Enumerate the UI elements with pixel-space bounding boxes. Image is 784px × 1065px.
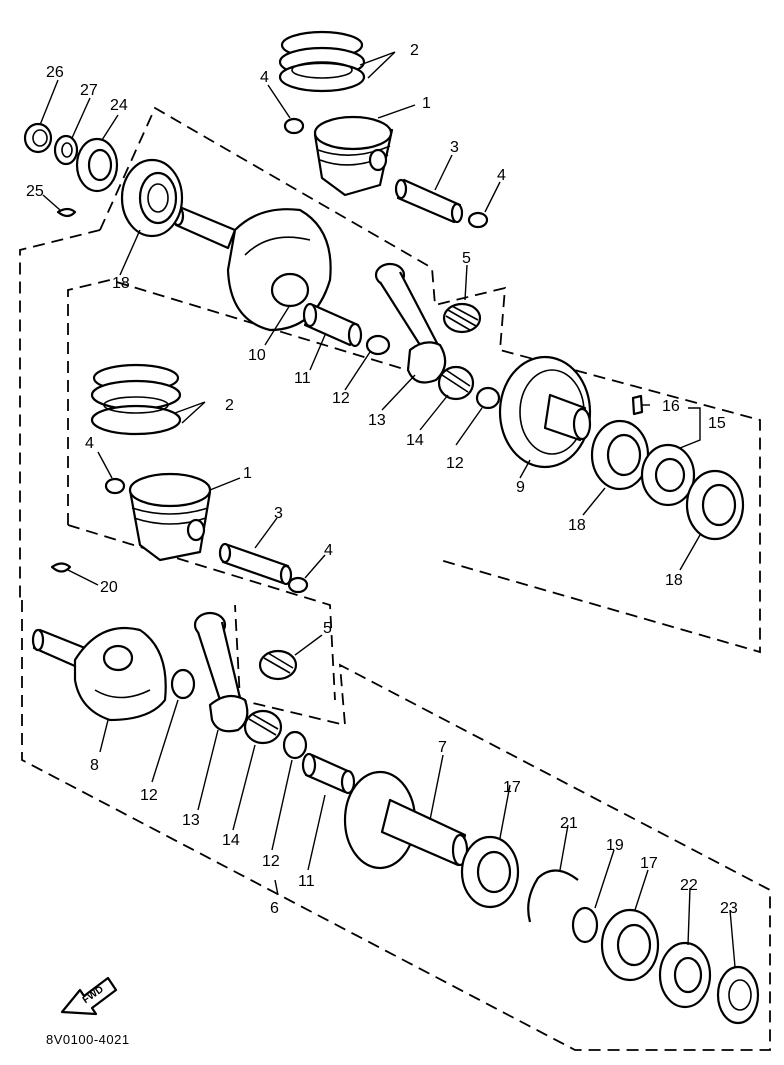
crank-seal-15 (640, 443, 696, 507)
callout-7: 7 (438, 739, 447, 756)
callout-15: 15 (708, 415, 726, 432)
shim-19 (571, 906, 599, 944)
piston-pin-lower (218, 542, 293, 586)
small-end-bearing-lower (258, 649, 298, 681)
callout-25: 25 (26, 183, 44, 200)
circlip-lower-left (104, 477, 126, 495)
callout-11-upper: 11 (294, 370, 311, 387)
assembly-outline-middle (67, 279, 441, 701)
piston-lower (128, 472, 212, 562)
washer-27 (53, 134, 79, 166)
bearing-18-center-right (685, 469, 745, 541)
bearing-18-center-left (590, 419, 650, 491)
callout-4-upper-right: 4 (497, 167, 506, 184)
callout-23: 23 (720, 900, 738, 917)
thrust-washer-lower-b (282, 730, 308, 760)
callout-18-upper-left: 18 (112, 275, 130, 292)
key-25 (56, 207, 77, 218)
piston-ring-lower (90, 363, 182, 436)
callout-10: 10 (248, 347, 266, 364)
callout-19: 19 (606, 837, 624, 854)
callout-16: 16 (662, 398, 680, 415)
oil-seal-22 (658, 941, 712, 1009)
callout-4-upper-left: 4 (260, 69, 269, 86)
bearing-18-upper-left (120, 158, 184, 238)
callout-17-right: 17 (640, 855, 658, 872)
callout-27: 27 (80, 82, 98, 99)
callout-12-lower-b: 12 (262, 853, 280, 870)
callout-1-upper: 1 (422, 95, 431, 112)
callout-4-lower-right: 4 (324, 542, 333, 559)
gear-23 (716, 965, 760, 1025)
callout-21: 21 (560, 815, 578, 832)
oil-seal-24 (75, 137, 119, 193)
crankshaft-left (31, 626, 167, 722)
callout-13-lower: 13 (182, 812, 200, 829)
thrust-washer-upper-a (365, 334, 391, 356)
forward-arrow-icon: FWD (60, 976, 118, 1016)
crank-pin-upper (302, 302, 363, 348)
callout-2-upper: 2 (410, 42, 419, 59)
callout-12-upper-b: 12 (446, 455, 464, 472)
collar-26 (23, 122, 53, 154)
callout-4-lower-left: 4 (85, 435, 94, 452)
callout-14-upper: 14 (406, 432, 424, 449)
circlip-21 (527, 869, 579, 923)
circlip-upper-right (467, 211, 489, 229)
callout-14-lower: 14 (222, 832, 240, 849)
callout-6: 6 (270, 900, 279, 917)
diagram-code: 8V0100-4021 (46, 1032, 130, 1047)
thrust-washer-lower-a (170, 668, 196, 700)
assembly-outline-lower (21, 600, 771, 1051)
big-end-bearing-upper (437, 365, 475, 401)
callout-17-left: 17 (503, 779, 521, 796)
callout-26: 26 (46, 64, 64, 81)
callout-22: 22 (680, 877, 698, 894)
circlip-upper-left (283, 117, 305, 135)
callout-3-upper: 3 (450, 139, 459, 156)
crank-pin-lower (301, 752, 356, 795)
bearing-17-left (460, 835, 520, 909)
callout-13-upper: 13 (368, 412, 386, 429)
connecting-rod-lower (193, 611, 249, 733)
circlip-lower-right (287, 576, 309, 594)
callout-5-upper: 5 (462, 250, 471, 267)
callout-1-lower: 1 (243, 465, 252, 482)
bearing-17-right (600, 908, 660, 982)
big-end-bearing-lower (243, 709, 283, 745)
callout-20: 20 (100, 579, 118, 596)
leader-lines (39, 51, 736, 968)
piston-upper (313, 115, 394, 197)
callout-11-lower: 11 (298, 873, 315, 890)
callout-18-center-right: 18 (665, 572, 683, 589)
thrust-washer-upper-b (475, 386, 501, 410)
callout-12-upper-a: 12 (332, 390, 350, 407)
crankshaft-right-lower (343, 770, 469, 870)
callout-24: 24 (110, 97, 128, 114)
callout-5-lower: 5 (323, 620, 332, 637)
callout-3-lower: 3 (274, 505, 283, 522)
pin-16 (631, 394, 644, 416)
callout-labels: 2 4 1 3 4 5 26 27 24 25 18 10 11 12 13 1… (26, 42, 738, 917)
callout-9: 9 (516, 479, 525, 496)
connecting-rod-upper (374, 262, 447, 384)
piston-ring-upper (278, 30, 366, 93)
assembly-outline-upper (19, 106, 761, 654)
callout-8: 8 (90, 757, 99, 774)
piston-pin-upper (394, 178, 464, 224)
crankshaft-center (498, 355, 592, 469)
small-end-bearing-upper (442, 302, 482, 334)
key-20 (50, 562, 72, 573)
callout-2-lower: 2 (225, 397, 234, 414)
callout-12-lower-a: 12 (140, 787, 158, 804)
callout-18-center-left: 18 (568, 517, 586, 534)
